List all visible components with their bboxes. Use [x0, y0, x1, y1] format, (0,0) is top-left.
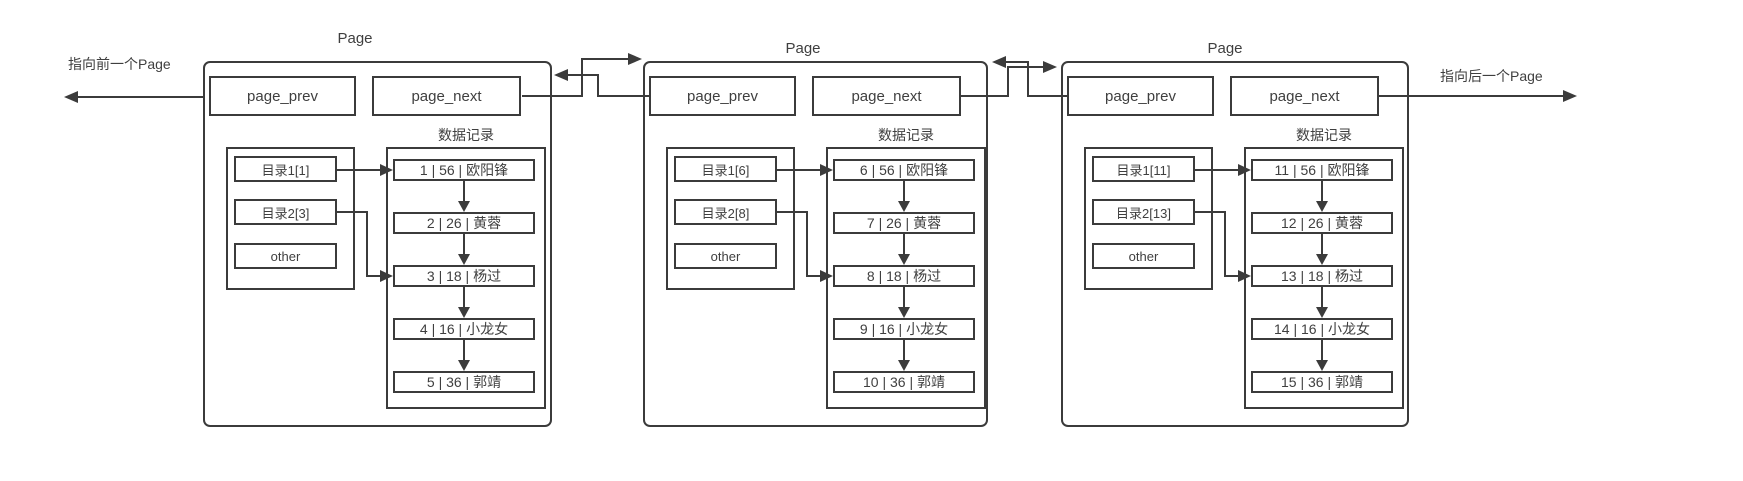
- record-row: 8 | 18 | 杨过: [833, 265, 975, 287]
- directory-slot: other: [1092, 243, 1195, 269]
- record-row: 5 | 36 | 郭靖: [393, 371, 535, 393]
- record-row: 1 | 56 | 欧阳锋: [393, 159, 535, 181]
- record-row: 7 | 26 | 黄蓉: [833, 212, 975, 234]
- record-row: 12 | 26 | 黄蓉: [1251, 212, 1393, 234]
- record-row: 11 | 56 | 欧阳锋: [1251, 159, 1393, 181]
- page-prev-field: page_prev: [649, 76, 796, 116]
- record-row: 6 | 56 | 欧阳锋: [833, 159, 975, 181]
- page-title: Page: [785, 40, 821, 57]
- records-title: 数据记录: [878, 127, 934, 143]
- record-row: 4 | 16 | 小龙女: [393, 318, 535, 340]
- page-prev-field: page_prev: [1067, 76, 1214, 116]
- prev-page-pointer-label: 指向前一个Page: [68, 56, 171, 72]
- records-title: 数据记录: [1296, 127, 1352, 143]
- record-row: 9 | 16 | 小龙女: [833, 318, 975, 340]
- page-title: Page: [1207, 40, 1243, 57]
- directory-slot: 目录1[6]: [674, 156, 777, 182]
- directory-slot: 目录1[1]: [234, 156, 337, 182]
- next-page-pointer-label: 指向后一个Page: [1440, 68, 1543, 84]
- page-prev-field: page_prev: [209, 76, 356, 116]
- directory-slot: 目录2[3]: [234, 199, 337, 225]
- record-row: 13 | 18 | 杨过: [1251, 265, 1393, 287]
- records-title: 数据记录: [438, 127, 494, 143]
- directory-slot: 目录1[11]: [1092, 156, 1195, 182]
- record-row: 3 | 18 | 杨过: [393, 265, 535, 287]
- directory-slot: 目录2[13]: [1092, 199, 1195, 225]
- directory-slot: 目录2[8]: [674, 199, 777, 225]
- page-next-field: page_next: [372, 76, 521, 116]
- page-title: Page: [337, 30, 373, 47]
- record-row: 15 | 36 | 郭靖: [1251, 371, 1393, 393]
- directory-slot: other: [234, 243, 337, 269]
- page-next-field: page_next: [812, 76, 961, 116]
- record-row: 2 | 26 | 黄蓉: [393, 212, 535, 234]
- record-row: 10 | 36 | 郭靖: [833, 371, 975, 393]
- record-row: 14 | 16 | 小龙女: [1251, 318, 1393, 340]
- directory-slot: other: [674, 243, 777, 269]
- page-next-field: page_next: [1230, 76, 1379, 116]
